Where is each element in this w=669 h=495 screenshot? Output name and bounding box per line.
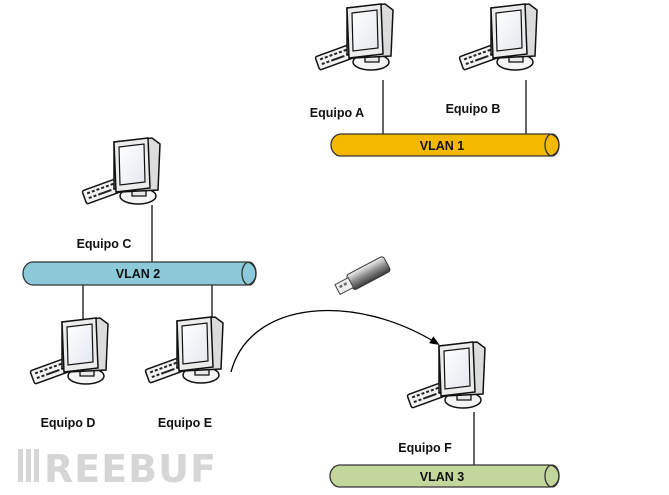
desktop-computer-icon: [29, 317, 109, 385]
freebuf-watermark: REEBUF: [18, 447, 217, 491]
equipo-e: Equipo E: [144, 316, 224, 430]
vlan-2-label: VLAN 2: [116, 267, 161, 281]
vlan-2-bar: VLAN 2: [22, 261, 257, 286]
vlan-1-bar: VLAN 1: [330, 133, 560, 157]
desktop-computer-icon: [314, 3, 394, 71]
usb-transfer-arrow: [230, 309, 440, 373]
equipo-b: Equipo B: [446, 3, 538, 116]
desktop-computer-icon: [406, 341, 486, 409]
equipo-c: Equipo C: [77, 137, 161, 251]
equipo-c-label: Equipo C: [77, 237, 132, 251]
desktop-computer-icon: [144, 316, 224, 384]
usb-drive-icon: [334, 256, 391, 296]
equipo-a-label: Equipo A: [310, 106, 364, 120]
equipo-a: Equipo A: [310, 3, 394, 120]
watermark-text: REEBUF: [44, 447, 217, 491]
equipo-f-label: Equipo F: [398, 441, 452, 455]
freebuf-logo-mark: [18, 449, 39, 482]
desktop-computer-icon: [81, 137, 161, 205]
equipo-e-label: Equipo E: [158, 416, 212, 430]
equipo-d: Equipo D: [29, 317, 109, 430]
equipo-b-label: Equipo B: [446, 102, 501, 116]
vlan-3-label: VLAN 3: [420, 470, 465, 484]
desktop-computer-icon: [458, 3, 538, 71]
vlan-1-label: VLAN 1: [420, 139, 465, 153]
equipo-f: Equipo F: [398, 341, 486, 455]
equipo-d-label: Equipo D: [41, 416, 96, 430]
vlan-3-bar: VLAN 3: [329, 464, 560, 488]
